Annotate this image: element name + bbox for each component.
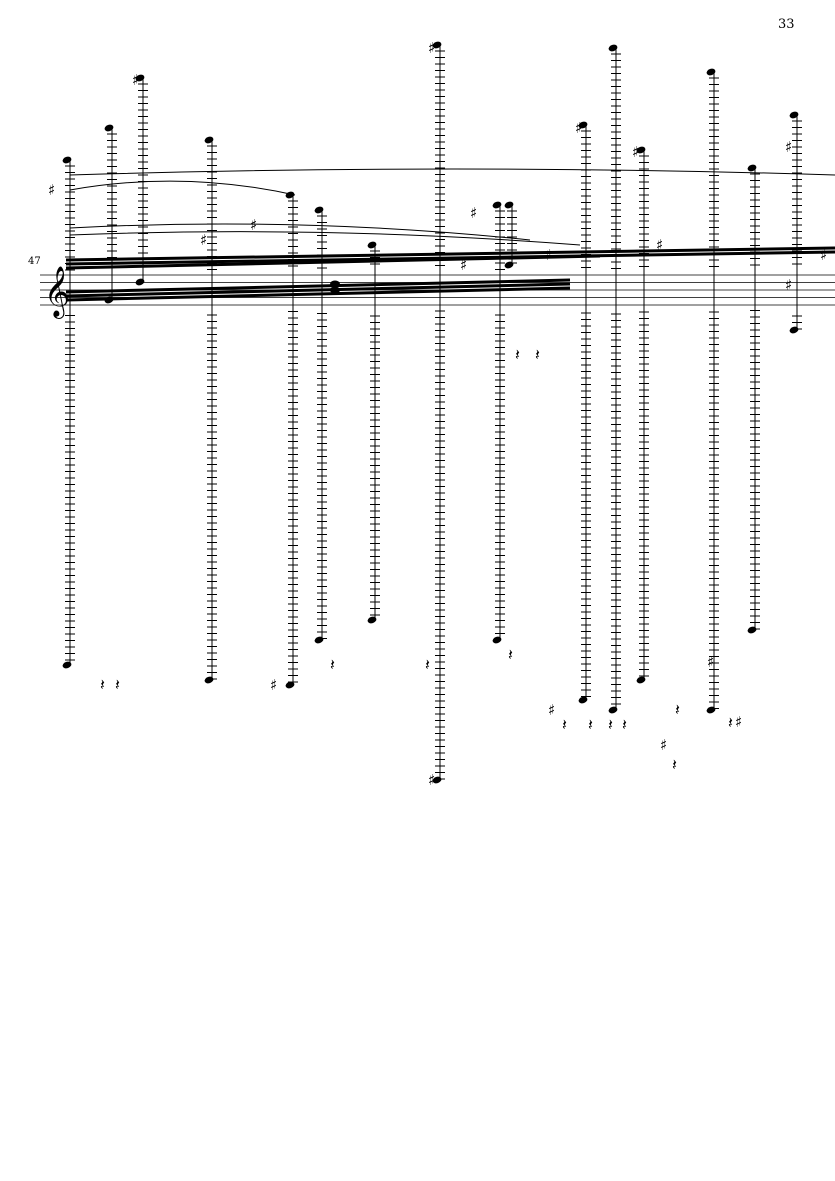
sharp-accidental: ♯ xyxy=(200,231,207,249)
notehead xyxy=(432,41,442,49)
notehead xyxy=(492,636,502,644)
slur xyxy=(69,168,835,176)
measure-number: 47 xyxy=(28,256,41,267)
notehead xyxy=(135,74,145,82)
notehead xyxy=(432,776,442,784)
notehead xyxy=(314,206,324,214)
quarter-rest: 𝄽 xyxy=(588,715,593,734)
quarter-rest: 𝄽 xyxy=(608,715,613,734)
sharp-accidental: ♯ xyxy=(428,771,435,789)
beam xyxy=(65,246,835,262)
notehead xyxy=(578,121,588,129)
sharp-accidental: ♯ xyxy=(707,653,714,671)
beam xyxy=(65,278,571,294)
sharp-accidental: ♯ xyxy=(48,181,55,199)
quarter-rest: 𝄽 xyxy=(622,715,627,734)
quarter-rest: 𝄽 xyxy=(425,655,430,674)
page-number: 33 xyxy=(778,17,795,32)
sharp-accidental: ♯ xyxy=(575,119,582,137)
notehead xyxy=(104,296,114,304)
notehead xyxy=(578,696,588,704)
notehead xyxy=(62,156,72,164)
notehead xyxy=(608,706,618,714)
quarter-rest: 𝄽 xyxy=(672,755,677,774)
quarter-rest: 𝄽 xyxy=(508,645,513,664)
notehead xyxy=(314,636,324,644)
notehead xyxy=(636,676,646,684)
sharp-accidental: ♯ xyxy=(820,246,827,264)
notehead xyxy=(135,278,145,286)
notehead xyxy=(204,676,214,684)
notehead xyxy=(636,146,646,154)
slur xyxy=(69,223,531,241)
quarter-rest: 𝄽 xyxy=(535,345,540,364)
notehead xyxy=(504,201,514,209)
notehead xyxy=(330,280,340,288)
quarter-rest: 𝄽 xyxy=(562,715,567,734)
notehead xyxy=(789,326,799,334)
beam xyxy=(65,254,601,270)
beam xyxy=(65,286,571,302)
notehead xyxy=(706,68,716,76)
sharp-accidental: ♯ xyxy=(428,39,435,57)
treble-clef-icon: 𝄞 xyxy=(44,266,70,319)
quarter-rest: 𝄽 xyxy=(100,675,105,694)
notehead xyxy=(706,706,716,714)
quarter-rest: 𝄽 xyxy=(515,345,520,364)
notehead xyxy=(104,124,114,132)
notehead xyxy=(492,201,502,209)
beam xyxy=(65,282,571,298)
notehead xyxy=(367,616,377,624)
notehead xyxy=(747,626,757,634)
notehead xyxy=(330,286,340,294)
slur xyxy=(69,180,296,196)
sharp-accidental: ♯ xyxy=(656,236,663,254)
notehead xyxy=(285,681,295,689)
sharp-accidental: ♯ xyxy=(735,713,742,731)
slur xyxy=(69,231,581,246)
notehead xyxy=(504,261,514,269)
quarter-rest: 𝄽 xyxy=(728,713,733,732)
sharp-accidental: ♯ xyxy=(785,138,792,156)
notehead xyxy=(204,136,214,144)
quarter-rest: 𝄽 xyxy=(330,655,335,674)
sharp-accidental: ♯ xyxy=(470,204,477,222)
notehead xyxy=(747,164,757,172)
sharp-accidental: ♯ xyxy=(545,246,552,264)
sharp-accidental: ♯ xyxy=(250,216,257,234)
sharp-accidental: ♯ xyxy=(660,736,667,754)
sharp-accidental: ♯ xyxy=(548,701,555,719)
sharp-accidental: ♯ xyxy=(270,676,277,694)
sharp-accidental: ♯ xyxy=(785,276,792,294)
sharp-accidental: ♯ xyxy=(632,143,639,161)
notehead xyxy=(789,111,799,119)
notehead xyxy=(285,191,295,199)
notehead xyxy=(62,661,72,669)
notehead xyxy=(608,44,618,52)
quarter-rest: 𝄽 xyxy=(675,700,680,719)
sharp-accidental: ♯ xyxy=(132,71,139,89)
quarter-rest: 𝄽 xyxy=(115,675,120,694)
sharp-accidental: ♯ xyxy=(460,256,467,274)
notehead xyxy=(367,241,377,249)
